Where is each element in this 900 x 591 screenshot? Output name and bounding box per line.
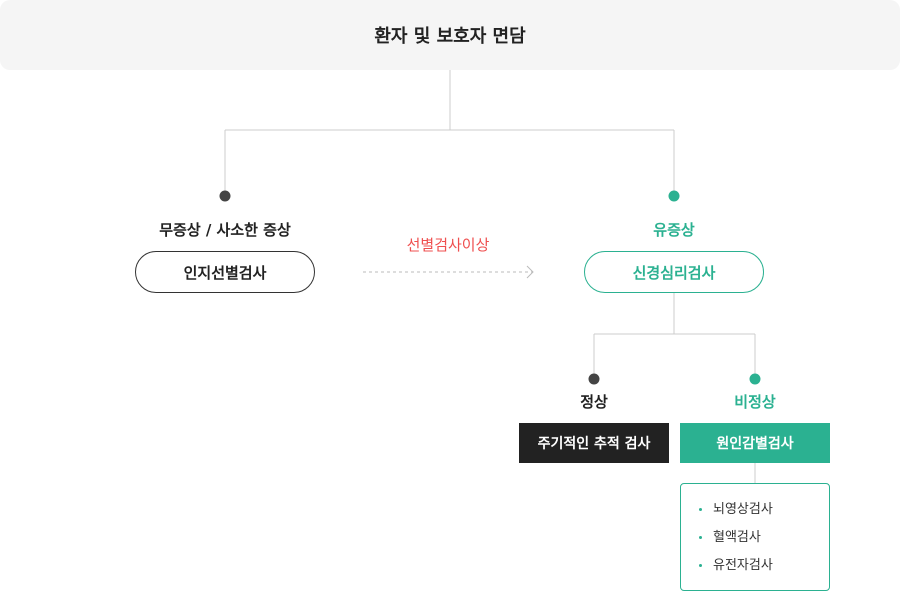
- cognitive-screening-test: 인지선별검사: [135, 251, 315, 293]
- node-dot-abnormal: [749, 373, 761, 385]
- top-title: 환자 및 보호자 면담: [374, 26, 526, 47]
- node-dot-right: [668, 190, 680, 202]
- detail-item-label: 혈액검사: [713, 530, 761, 545]
- abnormal-label: 비정상: [734, 393, 776, 411]
- detail-item-label: 뇌영상검사: [713, 502, 773, 517]
- bullet-dot: [699, 564, 702, 567]
- detail-item: 유전자검사: [699, 554, 829, 582]
- periodic-followup-box: 주기적인 추적 검사: [519, 423, 669, 463]
- detail-item: 뇌영상검사: [699, 498, 829, 526]
- left-branch-label: 무증상 / 사소한 증상: [159, 221, 291, 239]
- detail-item: 혈액검사: [699, 526, 829, 554]
- right-branch-label: 유증상: [653, 221, 695, 239]
- cause-differential-box: 원인감별검사: [680, 423, 830, 463]
- detail-item-label: 유전자검사: [713, 558, 773, 573]
- bullet-dot: [699, 508, 702, 511]
- detail-list: 뇌영상검사 혈액검사 유전자검사: [699, 498, 829, 582]
- bullet-dot: [699, 536, 702, 539]
- node-dot-left: [219, 190, 231, 202]
- cognitive-screening-label: 인지선별검사: [183, 263, 267, 282]
- detail-box: 뇌영상검사 혈액검사 유전자검사: [680, 483, 830, 591]
- periodic-followup-label: 주기적인 추적 검사: [537, 436, 651, 452]
- neuropsych-test: 신경심리검사: [584, 251, 764, 293]
- node-dot-normal: [588, 373, 600, 385]
- cause-differential-label: 원인감별검사: [716, 436, 794, 452]
- neuropsych-label: 신경심리검사: [632, 263, 716, 282]
- top-box-interview: 환자 및 보호자 면담: [0, 0, 900, 70]
- normal-label: 정상: [580, 393, 608, 411]
- dashed-arrow-head: [526, 265, 534, 279]
- arrow-label: 선별검사이상: [406, 236, 490, 254]
